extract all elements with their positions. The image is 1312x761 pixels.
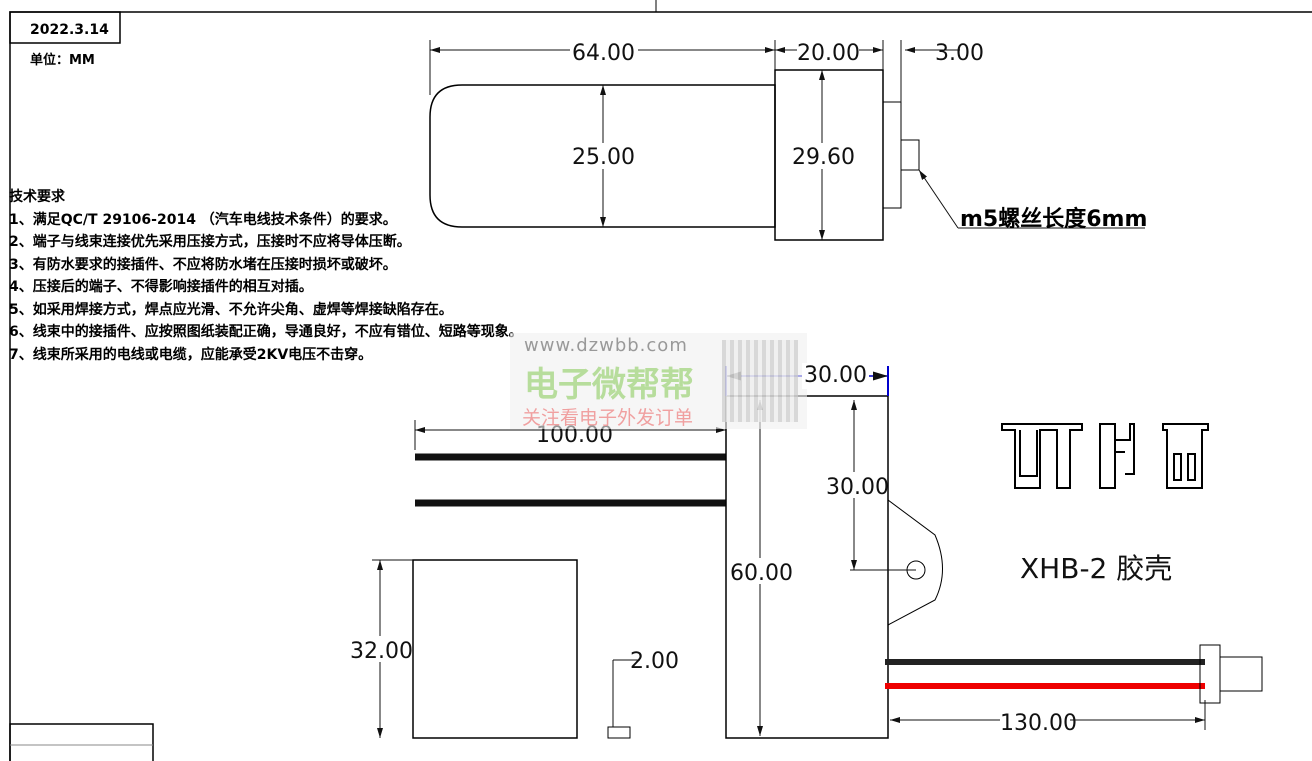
title-block-cell	[9, 723, 154, 761]
dim-side-thick: 2.00	[630, 649, 679, 674]
dim-top-dia: 25.00	[572, 145, 635, 170]
note-item: 2、端子与线束连接优先采用压接方式，压接时不应将导体压断。	[9, 234, 411, 250]
note-item: 4、压接后的端子、不得影响接插件的相互对插。	[9, 279, 313, 295]
watermark-slogan: 关注看电子外发订单	[522, 407, 694, 429]
note-item: 1、满足QC/T 29106-2014 （汽车电线技术条件）的要求。	[9, 211, 397, 228]
notes-heading: 技术要求	[9, 189, 65, 205]
connector-label: XHB-2 胶壳	[1020, 552, 1172, 585]
dim-cable-len: 130.00	[1000, 711, 1077, 736]
watermark-url: www.dzwbb.com	[524, 335, 688, 356]
dim-top-cap: 20.00	[797, 41, 860, 66]
watermark-brand: 电子微帮帮	[524, 365, 694, 405]
note-item: 5、如采用焊接方式，焊点应光滑、不允许尖角、虚焊等焊接缺陷存在。	[9, 301, 453, 318]
front-view	[414, 366, 1263, 739]
dim-top-length: 64.00	[572, 41, 635, 66]
qr-code-icon	[722, 340, 798, 422]
dim-side-height: 32.00	[350, 639, 413, 664]
note-item: 7、线束所采用的电线或电缆，应能承受2KV电压不击穿。	[9, 346, 373, 363]
dim-height: 60.00	[730, 561, 793, 586]
thread-note: m5螺丝长度6mm	[960, 206, 1147, 232]
date-box	[9, 11, 121, 44]
dim-top-stud: 3.00	[935, 41, 984, 66]
technical-requirements: 技术要求 1、满足QC/T 29106-2014 （汽车电线技术条件）的要求。 …	[9, 186, 523, 366]
note-item: 3、有防水要求的接插件、不应将防水堵在压接时损坏或破坏。	[9, 256, 397, 273]
unit-label: 单位：MM	[30, 52, 95, 68]
dim-width: 30.00	[802, 363, 869, 389]
connector-housing-views	[1001, 423, 1209, 489]
dim-hole-pos: 30.00	[826, 475, 889, 500]
note-item: 6、线束中的接插件、应按照图纸装配正确，导通良好，不应有错位、短路等现象。	[9, 324, 523, 340]
date: 2022.3.14	[30, 22, 109, 38]
dim-top-cap-dia: 29.60	[792, 145, 855, 170]
drawing-frame	[9, 11, 1312, 761]
